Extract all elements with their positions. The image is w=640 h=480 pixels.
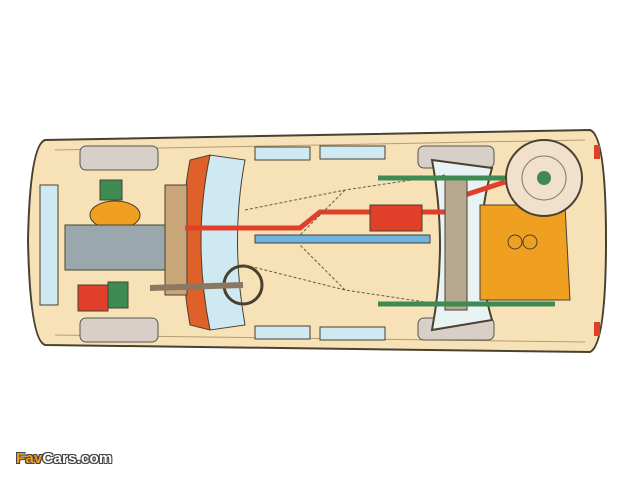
- window-left-rear: [319, 145, 386, 160]
- tail-light-left: [594, 145, 600, 159]
- fuel-tank: [479, 204, 571, 301]
- firewall-grille: [164, 184, 188, 296]
- window-left-front: [254, 146, 311, 161]
- radiator: [39, 184, 59, 306]
- spare-tire-rim: [521, 155, 567, 201]
- window-right-front: [254, 325, 311, 340]
- engine-block: [64, 224, 176, 271]
- front-left-wheel: [79, 145, 159, 171]
- green-component-front: [99, 179, 123, 201]
- driveshaft: [254, 234, 431, 244]
- front-right-wheel: [79, 317, 159, 343]
- window-right-rear: [319, 326, 386, 341]
- steering-column: [149, 282, 244, 291]
- watermark-part2: Cars.com: [42, 450, 113, 467]
- muffler: [369, 204, 423, 232]
- watermark-part1: Fav: [16, 450, 43, 467]
- fuel-tank-cap: [507, 234, 523, 250]
- battery: [77, 284, 109, 312]
- brake-lines: [244, 174, 446, 306]
- green-component-front-2: [107, 281, 129, 309]
- spare-tire-hub: [537, 171, 551, 185]
- rear-axle: [444, 179, 468, 311]
- tail-light-right: [594, 322, 600, 336]
- watermark-logo: FavCars.com: [16, 450, 112, 467]
- fuel-tank-cap-2: [522, 234, 538, 250]
